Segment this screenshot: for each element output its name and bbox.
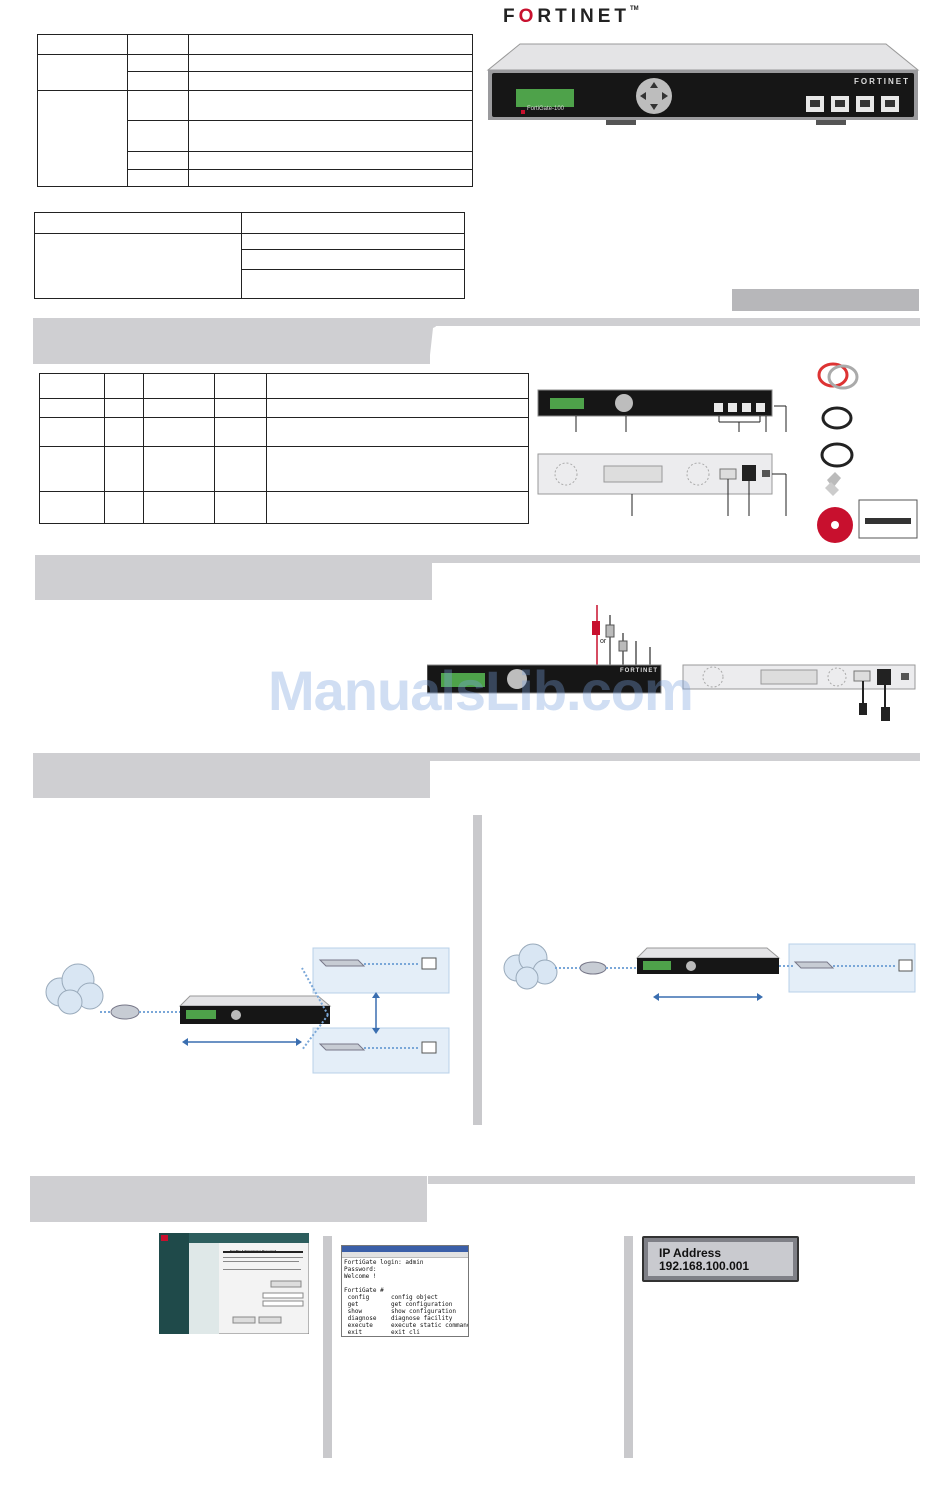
section-band-2 xyxy=(35,555,432,600)
network-diagram-right xyxy=(503,943,916,1001)
router-icon xyxy=(110,1004,140,1020)
section-band-3 xyxy=(33,753,430,798)
section-band-line-3 xyxy=(430,753,920,761)
column-divider-3 xyxy=(624,1236,633,1458)
cli-line: diagnose diagnose facility xyxy=(344,1315,453,1322)
gray-label-box xyxy=(732,289,919,311)
section-band-line-2 xyxy=(430,555,920,563)
device-front-brand: FORTINET xyxy=(854,77,910,86)
cabling-diagram xyxy=(427,605,916,721)
web-ui-dialog-title: Set The Administrator Password xyxy=(230,1249,277,1253)
logo-trademark: TM xyxy=(630,6,639,12)
cli-line: show show configuration xyxy=(344,1308,456,1315)
web-ui-screenshot xyxy=(159,1233,309,1334)
package-contents xyxy=(817,362,918,543)
spec-table-2 xyxy=(34,212,465,299)
cli-line: config config object xyxy=(344,1294,438,1301)
cabling-device-brand: FORTINET xyxy=(620,668,658,674)
column-divider-1 xyxy=(473,815,482,1125)
pc-icon xyxy=(421,957,437,970)
spec-table-1 xyxy=(37,34,473,187)
cli-line: Welcome ! xyxy=(344,1273,377,1280)
component-table xyxy=(39,373,529,524)
section-band-line-1 xyxy=(430,318,920,326)
lcd-line-2: 192.168.100.001 xyxy=(659,1259,750,1273)
network-diagram-left xyxy=(45,947,450,1074)
cli-titlebar xyxy=(342,1246,468,1252)
cli-line: Password: xyxy=(344,1266,377,1273)
watermark: ManualsLib.com xyxy=(268,659,694,722)
cli-line xyxy=(344,1336,466,1337)
section-band-4 xyxy=(30,1176,427,1222)
cli-line: FortiGate login: admin xyxy=(344,1259,424,1266)
cli-line: get get configuration xyxy=(344,1301,453,1308)
power-cord-icon xyxy=(859,703,867,715)
device-model-label: FortiGate-100 xyxy=(527,106,565,112)
section-band-1-curve xyxy=(429,318,439,364)
cli-line: FortiGate # xyxy=(344,1287,384,1294)
cable-label-or: or xyxy=(598,638,609,645)
section-band-1 xyxy=(33,318,430,364)
switch-icon xyxy=(318,959,366,967)
cli-line: exit exit cli xyxy=(344,1329,420,1336)
cli-menubar xyxy=(342,1252,468,1258)
fortinet-logo: FORTINETTM xyxy=(503,6,639,28)
logo-text: F xyxy=(503,6,519,27)
lcd-line-1: IP Address xyxy=(659,1246,722,1260)
device-front-small xyxy=(537,389,787,516)
logo-text-accent: O xyxy=(518,6,538,27)
logo-text-rest: RTINET xyxy=(537,6,630,27)
device-front-large xyxy=(486,43,920,125)
cable-icon xyxy=(817,362,859,468)
column-divider-2 xyxy=(323,1236,332,1458)
internet-cloud-icon xyxy=(45,963,104,1015)
lcd-ip-display: IP Address 192.168.100.001 xyxy=(642,1236,799,1282)
section-band-line-4 xyxy=(428,1176,915,1184)
cli-line xyxy=(344,1280,466,1287)
cli-line: execute execute static commands xyxy=(344,1322,469,1329)
